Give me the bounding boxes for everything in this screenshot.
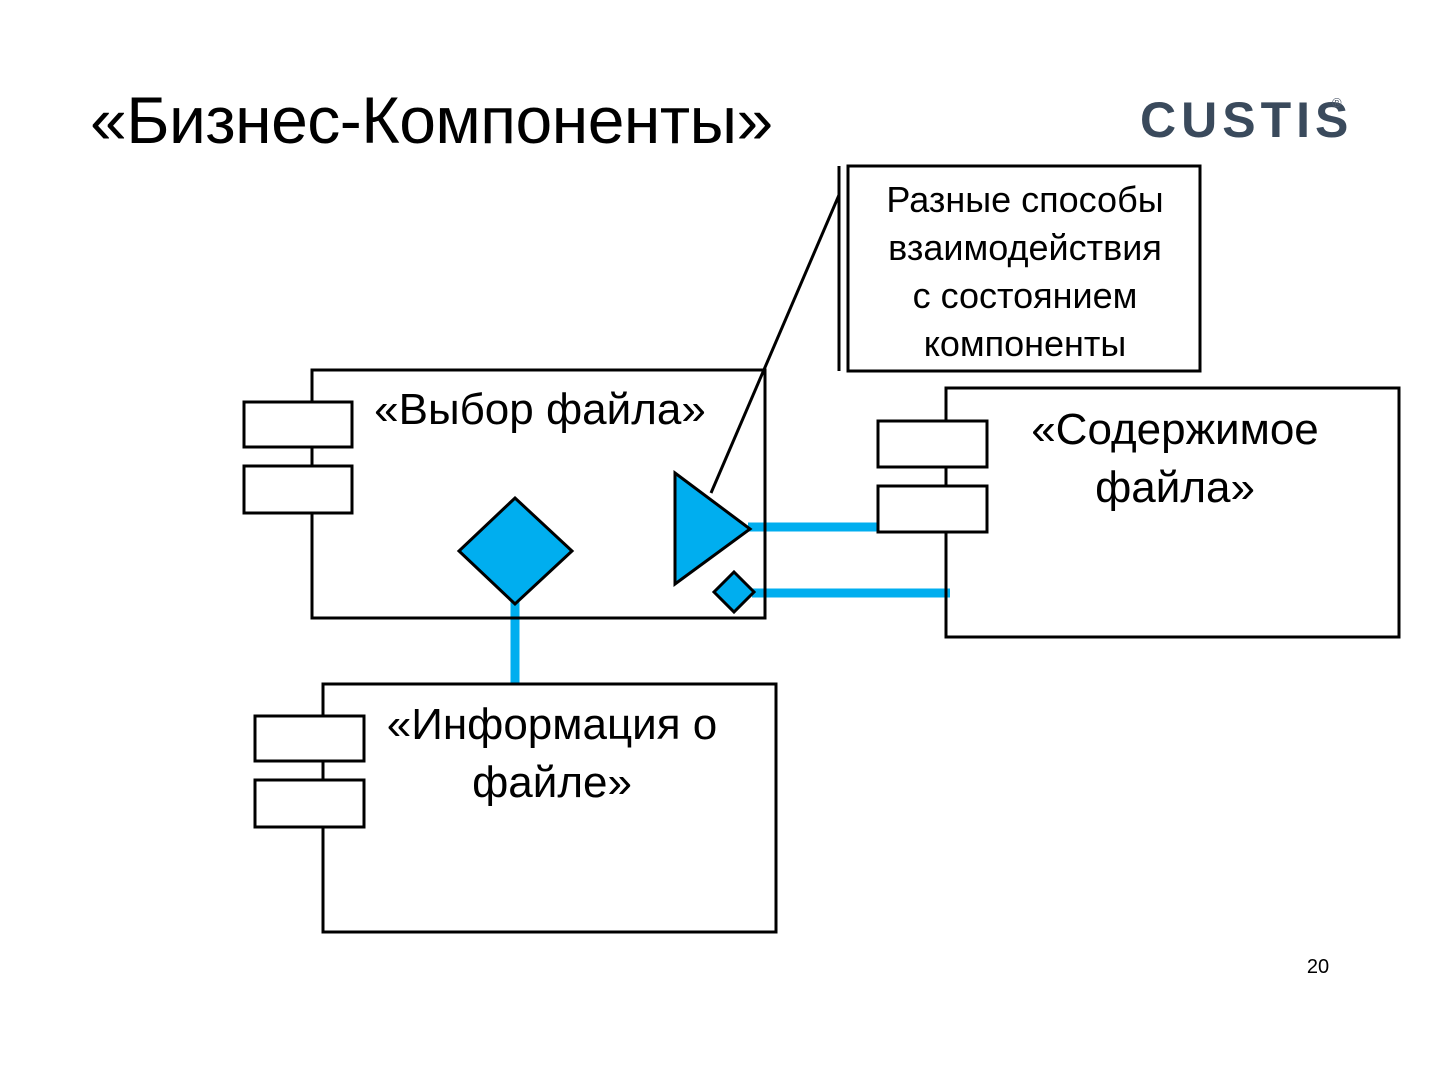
small-diamond-port (711, 569, 757, 615)
note-pointer-line (709, 194, 841, 494)
component-file-choice-tab-bottom (242, 464, 354, 515)
component-file-content-label-line2: файла» (1095, 463, 1255, 512)
page-number: 20 (1306, 956, 1330, 978)
custis-logo: CUSTIS (1140, 92, 1354, 148)
component-file-content-tab-bottom (876, 484, 989, 534)
note-box (846, 164, 1202, 373)
note-line-1: Разные способы (886, 179, 1164, 220)
component-file-info-label-line2: файле» (472, 758, 632, 807)
note-line-4: компоненты (923, 323, 1127, 364)
component-file-info-tab-top (253, 714, 366, 763)
component-file-choice-tab-top (242, 400, 354, 449)
slide-title: «Бизнес-Компоненты» (90, 83, 773, 157)
component-file-info-label-line1: «Информация о (386, 700, 718, 749)
note-line-2: взаимодействия (888, 227, 1162, 268)
note-line-3: с состоянием (912, 275, 1138, 316)
component-file-content-label-line1: «Содержимое (1031, 405, 1319, 454)
note-text: Разные способы взаимодействия с состояни… (850, 176, 1200, 368)
registered-mark: ® (1332, 95, 1342, 110)
component-file-info-tab-bottom (253, 778, 366, 829)
component-file-choice-label: «Выбор файла» (374, 385, 706, 434)
large-diamond-port (456, 495, 575, 607)
triangle-port (673, 470, 753, 587)
component-file-content-tab-top (876, 419, 989, 469)
